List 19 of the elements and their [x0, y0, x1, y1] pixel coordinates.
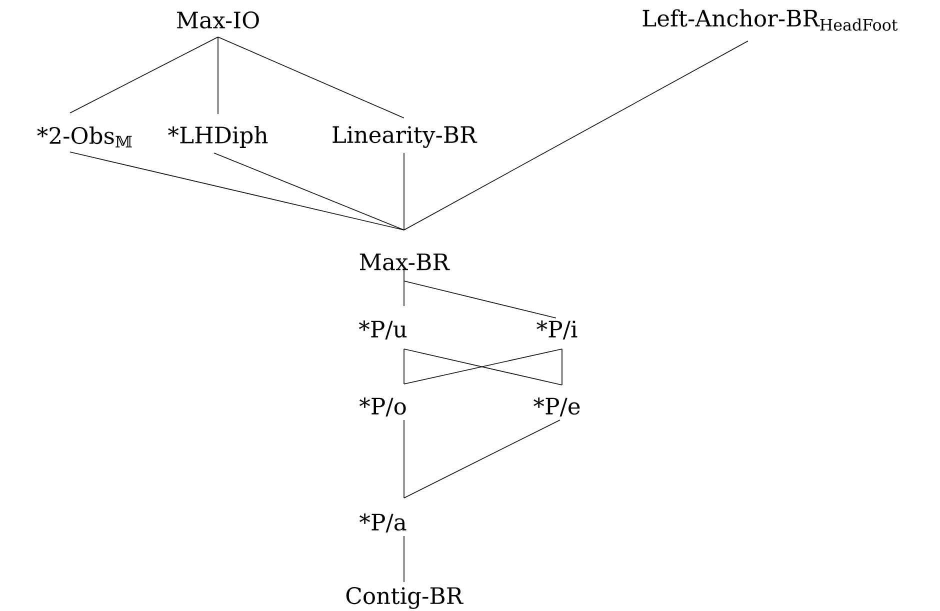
order-line — [218, 36, 404, 118]
constraint-label: *P/e — [534, 398, 580, 416]
constraint-label: *P/a — [360, 514, 406, 532]
order-line — [404, 40, 748, 230]
constraint-label: *LHDiph — [168, 126, 268, 148]
constraint-label: Max-IO — [176, 11, 259, 29]
constraint-label: Linearity-BR — [332, 126, 478, 148]
order-line — [214, 152, 404, 230]
constraint-label: Left-Anchor-BR$_{HeadFoot}$ — [642, 9, 898, 31]
constraint-label: *2-Obs$_{𝕄}$ — [37, 126, 132, 148]
order-line — [70, 152, 404, 230]
constraint-label: *P/u — [358, 320, 407, 340]
constraint-label: Max-BR — [360, 254, 450, 270]
constraint-label: Contig-BR — [346, 587, 464, 609]
order-line — [404, 280, 556, 318]
constraint-label: *P/o — [359, 398, 406, 416]
order-line — [404, 420, 560, 498]
constraint-label: *P/i — [536, 320, 578, 340]
order-line — [70, 36, 218, 114]
